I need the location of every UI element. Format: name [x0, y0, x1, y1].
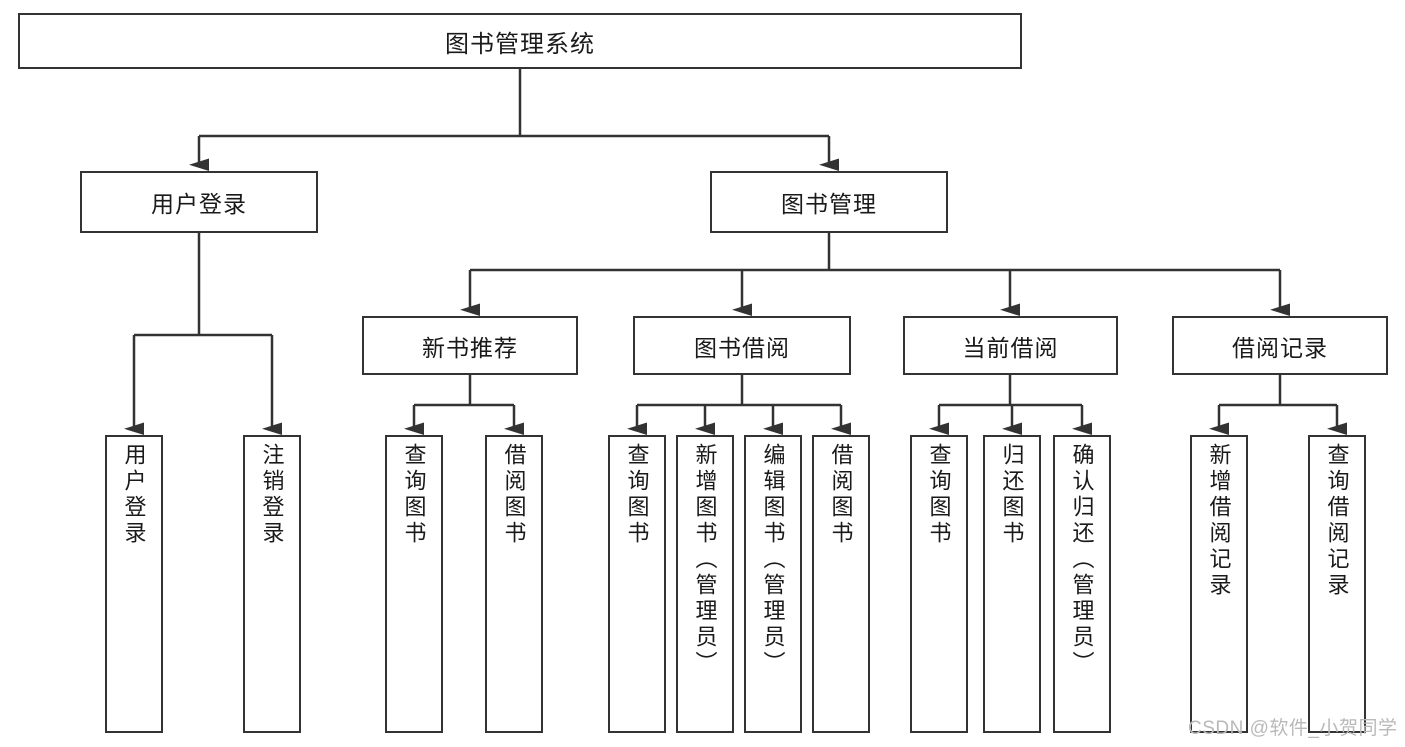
node-leaf-borrow-book-1[interactable]: 借阅图书 — [485, 435, 543, 733]
node-leaf-query-book-1-label: 查询图书 — [401, 443, 427, 547]
node-leaf-query-book-2[interactable]: 查询图书 — [608, 435, 666, 733]
node-book-management[interactable]: 图书管理 — [710, 171, 948, 233]
watermark-text: CSDN @软件_小贺同学 — [1188, 718, 1398, 739]
node-leaf-borrow-book-1-label: 借阅图书 — [501, 443, 527, 547]
node-user-login[interactable]: 用户登录 — [80, 171, 318, 233]
node-leaf-borrow-book-2[interactable]: 借阅图书 — [812, 435, 870, 733]
node-leaf-confirm-return-label: 确认归还（管理员） — [1069, 443, 1095, 677]
node-root[interactable]: 图书管理系统 — [18, 13, 1022, 69]
node-new-book-recommend-label: 新书推荐 — [422, 334, 518, 361]
node-new-book-recommend[interactable]: 新书推荐 — [362, 316, 578, 375]
node-root-label: 图书管理系统 — [445, 30, 595, 58]
node-leaf-query-record[interactable]: 查询借阅记录 — [1308, 435, 1366, 733]
node-leaf-query-book-2-label: 查询图书 — [624, 443, 650, 547]
node-leaf-return-book[interactable]: 归还图书 — [983, 435, 1041, 733]
node-leaf-query-book-3-label: 查询图书 — [926, 443, 952, 547]
node-leaf-borrow-book-2-label: 借阅图书 — [828, 443, 854, 547]
node-current-borrow-label: 当前借阅 — [962, 334, 1059, 361]
node-current-borrow[interactable]: 当前借阅 — [903, 316, 1118, 375]
node-borrow-records-label: 借阅记录 — [1232, 334, 1328, 361]
node-leaf-logout[interactable]: 注销登录 — [243, 435, 301, 733]
node-book-management-label: 图书管理 — [781, 191, 877, 217]
node-book-borrow[interactable]: 图书借阅 — [633, 316, 851, 375]
node-leaf-add-record[interactable]: 新增借阅记录 — [1190, 435, 1248, 733]
node-leaf-confirm-return[interactable]: 确认归还（管理员） — [1053, 435, 1111, 733]
node-leaf-return-book-label: 归还图书 — [999, 443, 1025, 547]
node-leaf-add-book[interactable]: 新增图书（管理员） — [676, 435, 734, 733]
node-leaf-add-book-label: 新增图书（管理员） — [692, 443, 718, 677]
node-book-borrow-label: 图书借阅 — [694, 334, 790, 361]
node-leaf-user-login-label: 用户登录 — [121, 443, 147, 547]
node-leaf-edit-book[interactable]: 编辑图书（管理员） — [744, 435, 802, 733]
node-leaf-user-login[interactable]: 用户登录 — [105, 435, 163, 733]
node-leaf-logout-label: 注销登录 — [259, 443, 285, 547]
node-leaf-query-book-3[interactable]: 查询图书 — [910, 435, 968, 733]
node-leaf-add-record-label: 新增借阅记录 — [1206, 443, 1232, 599]
node-borrow-records[interactable]: 借阅记录 — [1172, 316, 1388, 375]
node-leaf-edit-book-label: 编辑图书（管理员） — [760, 443, 786, 677]
node-leaf-query-record-label: 查询借阅记录 — [1324, 443, 1350, 599]
node-user-login-label: 用户登录 — [151, 191, 247, 217]
node-leaf-query-book-1[interactable]: 查询图书 — [385, 435, 443, 733]
